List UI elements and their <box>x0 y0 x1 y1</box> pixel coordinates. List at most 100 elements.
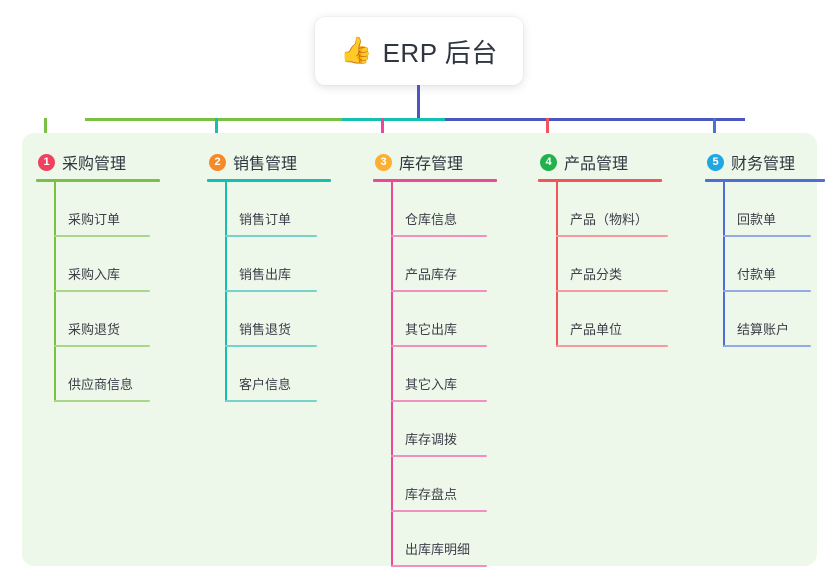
branch-item[interactable]: 销售订单 <box>207 182 331 237</box>
branch-item-label: 产品单位 <box>570 322 623 337</box>
branch-item-rule <box>391 235 487 237</box>
branch-item[interactable]: 产品（物料） <box>538 182 668 237</box>
branch-index-badge: 4 <box>540 153 557 171</box>
branch-item[interactable]: 销售出库 <box>207 237 331 292</box>
branch-item-label: 客户信息 <box>239 377 292 392</box>
connector-drop-5 <box>713 118 716 145</box>
branch-item-rule <box>391 400 487 402</box>
branch-item-label: 库存盘点 <box>405 487 458 502</box>
branch-item[interactable]: 其它入库 <box>373 347 497 402</box>
branch-item[interactable]: 采购退货 <box>36 292 160 347</box>
connector-drop-2 <box>215 118 218 145</box>
branch-item[interactable]: 库存调拨 <box>373 402 497 457</box>
branch-item-rule <box>391 510 487 512</box>
branch-item-label: 库存调拨 <box>405 432 458 447</box>
branch-index-badge: 3 <box>375 153 392 171</box>
connector-drop-3 <box>381 118 384 145</box>
connector-drop-4 <box>546 118 549 145</box>
branch-header-rule <box>373 179 497 182</box>
branch-item-label: 采购退货 <box>68 322 121 337</box>
branch-header-rule <box>207 179 331 182</box>
branch-item-rule <box>723 235 811 237</box>
branch-items: 销售订单销售出库销售退货客户信息 <box>207 182 331 402</box>
branch-item-rule <box>391 565 487 567</box>
branch-item-label: 仓库信息 <box>405 212 458 227</box>
branch-spine <box>723 182 725 347</box>
branch-item-rule <box>556 235 668 237</box>
branch-items: 采购订单采购入库采购退货供应商信息 <box>36 182 160 402</box>
branch-item[interactable]: 供应商信息 <box>36 347 160 402</box>
branch-item-label: 采购订单 <box>68 212 121 227</box>
branch-header[interactable]: 4 产品管理 <box>538 145 662 179</box>
branch-header[interactable]: 5 财务管理 <box>705 145 825 179</box>
branch-item-rule <box>225 235 317 237</box>
root-title: ERP 后台 <box>382 37 498 68</box>
branch-item-rule <box>723 345 811 347</box>
connector-bus-teal <box>342 118 445 121</box>
branch-header-rule <box>538 179 662 182</box>
branch-item-label: 出库库明细 <box>405 542 471 557</box>
branch-item-label: 产品库存 <box>405 267 458 282</box>
branch-header-rule <box>705 179 825 182</box>
branch-item[interactable]: 其它出库 <box>373 292 497 347</box>
branch-item[interactable]: 结算账户 <box>705 292 825 347</box>
connector-drop-1 <box>44 118 47 145</box>
branch-index-badge: 2 <box>209 153 226 171</box>
branch-item[interactable]: 库存盘点 <box>373 457 497 512</box>
branch-item[interactable]: 客户信息 <box>207 347 331 402</box>
branch-item[interactable]: 仓库信息 <box>373 182 497 237</box>
branch-title: 产品管理 <box>564 156 629 173</box>
branch-items: 产品（物料） 产品分类产品单位 <box>538 182 668 347</box>
thumbs-up-icon: 👍 <box>340 36 373 66</box>
connector-bus-green <box>85 118 342 121</box>
branch-item-label: 产品分类 <box>570 267 623 282</box>
branch-items: 仓库信息产品库存其它出库其它入库库存调拨库存盘点出库库明细 <box>373 182 497 567</box>
branch-item[interactable]: 采购订单 <box>36 182 160 237</box>
branch-item-rule <box>225 290 317 292</box>
branch-item[interactable]: 产品分类 <box>538 237 668 292</box>
branch-spine <box>225 182 227 402</box>
branch-spine <box>556 182 558 347</box>
branch-spine <box>391 182 393 567</box>
branch-item-label: 采购入库 <box>68 267 121 282</box>
branch-item-rule <box>391 290 487 292</box>
branch-title: 销售管理 <box>233 156 298 173</box>
branch-item-label: 回款单 <box>737 212 777 227</box>
branch-item[interactable]: 产品单位 <box>538 292 668 347</box>
branch-item-rule <box>556 290 668 292</box>
branch-column-2: 2 销售管理销售订单销售出库销售退货客户信息 <box>207 145 331 402</box>
branch-index-badge: 5 <box>707 153 724 171</box>
connector-trunk <box>417 85 420 121</box>
branch-item-rule <box>723 290 811 292</box>
branch-item[interactable]: 回款单 <box>705 182 825 237</box>
branch-item[interactable]: 付款单 <box>705 237 825 292</box>
branch-item-rule <box>225 345 317 347</box>
branch-item-rule <box>54 400 150 402</box>
branch-item-rule <box>225 400 317 402</box>
branch-item[interactable]: 销售退货 <box>207 292 331 347</box>
branch-items: 回款单付款单结算账户 <box>705 182 825 347</box>
branch-title: 财务管理 <box>731 156 796 173</box>
branch-item-rule <box>391 345 487 347</box>
branch-item-label: 其它出库 <box>405 322 458 337</box>
branch-item-label: 付款单 <box>737 267 777 282</box>
branch-item-rule <box>391 455 487 457</box>
branch-item-rule <box>54 235 150 237</box>
branch-item-label: 销售退货 <box>239 322 292 337</box>
branch-index-badge: 1 <box>38 153 55 171</box>
branch-item-label: 结算账户 <box>737 322 790 337</box>
branch-column-4: 4 产品管理产品（物料） 产品分类产品单位 <box>538 145 668 347</box>
branch-item[interactable]: 出库库明细 <box>373 512 497 567</box>
branch-header-rule <box>36 179 160 182</box>
root-node[interactable]: 👍 ERP 后台 <box>315 17 523 85</box>
branch-header[interactable]: 2 销售管理 <box>207 145 331 179</box>
branch-item-label: 销售订单 <box>239 212 292 227</box>
branch-item[interactable]: 采购入库 <box>36 237 160 292</box>
branch-item-label: 供应商信息 <box>68 377 134 392</box>
branch-item[interactable]: 产品库存 <box>373 237 497 292</box>
